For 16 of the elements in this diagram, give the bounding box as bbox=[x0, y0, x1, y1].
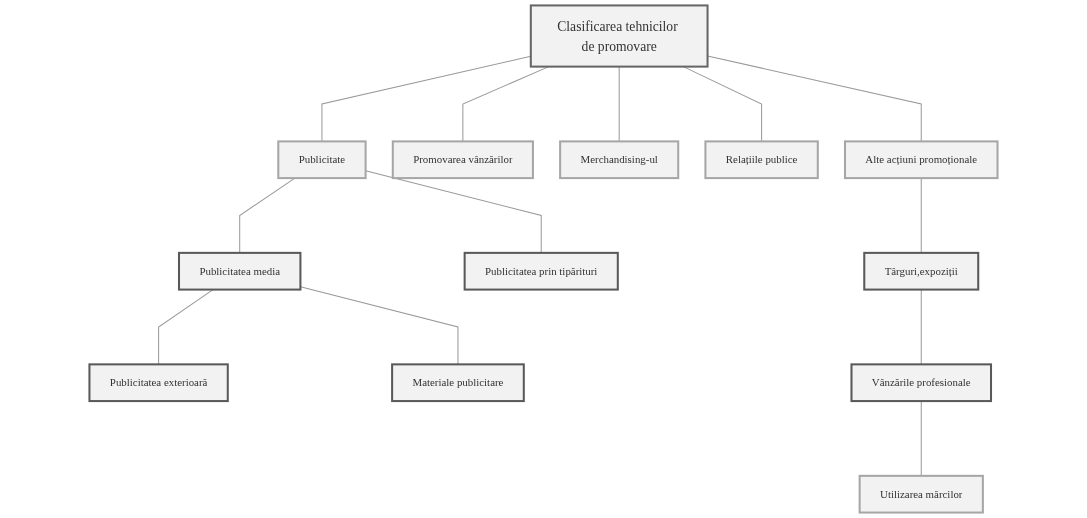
node-box: Promovarea vânzărilor bbox=[391, 140, 534, 180]
node-box: Publicitatea prin tipărituri bbox=[463, 251, 619, 291]
node-box: Publicitate bbox=[277, 140, 367, 180]
node-box: Relațiile publice bbox=[704, 140, 819, 180]
connector bbox=[920, 289, 922, 365]
node-box: Alte acțiuni promoționale bbox=[843, 140, 999, 180]
node-box: Târguri,expoziții bbox=[863, 251, 980, 291]
node-box: Merchandising-ul bbox=[559, 140, 680, 180]
connector bbox=[707, 55, 922, 142]
node-box: Publicitatea exterioară bbox=[88, 363, 229, 403]
node-box: Materiale publicitare bbox=[391, 363, 525, 403]
connector bbox=[618, 66, 620, 142]
node-box: Vânzările profesionale bbox=[850, 363, 993, 403]
node-box: Clasificarea tehnicilor de promovare bbox=[529, 4, 709, 68]
node-box: Publicitatea media bbox=[178, 251, 302, 291]
node-box: Utilizarea mărcilor bbox=[858, 474, 984, 514]
